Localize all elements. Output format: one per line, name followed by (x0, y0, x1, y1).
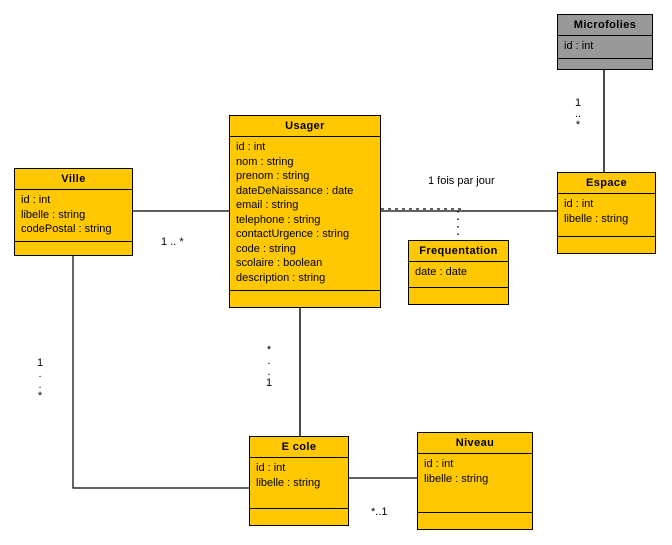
class-attributes-frequentation: date : date (409, 262, 508, 288)
attribute-row: libelle : string (21, 208, 86, 221)
multiplicity-ville-usager: 1 .. * (161, 236, 184, 248)
class-operations-niveau (418, 513, 532, 529)
class-title-frequentation: Frequentation (409, 241, 508, 262)
class-operations-microfolies (558, 59, 652, 75)
class-title-niveau: Niveau (418, 433, 532, 454)
attribute-row: scolaire : boolean (236, 257, 323, 269)
attribute-row: date : date (415, 266, 467, 278)
class-operations-frequentation (409, 288, 508, 304)
multiplicity-microfolies-espace: 1..* (574, 97, 582, 131)
class-ville[interactable]: Ville id : int libelle : string codePost… (14, 168, 133, 256)
class-title-microfolies: Microfolies (558, 15, 652, 36)
attribute-row: telephone : string (236, 213, 321, 226)
attribute-row: codePostal : string (21, 223, 112, 235)
attribute-row: id : int (564, 40, 594, 52)
multiplicity-ecole-niveau: *..1 (371, 506, 388, 518)
attribute-row: code : string (236, 242, 296, 255)
class-attributes-microfolies: id : int (558, 36, 652, 59)
attribute-row: libelle : string (424, 472, 489, 485)
attribute-row: id : int (256, 462, 286, 474)
attribute-row: id : int (564, 198, 594, 210)
class-niveau[interactable]: Niveau id : int libelle : string (417, 432, 533, 530)
class-ecole[interactable]: E cole id : int libelle : string (249, 436, 349, 526)
class-attributes-espace: id : int libelle : string (558, 194, 655, 237)
attribute-row: prenom : string (236, 170, 310, 182)
attribute-row: id : int (236, 141, 266, 153)
class-attributes-usager: id : int nom : string prenom : string da… (230, 137, 380, 291)
attribute-row: id : int (424, 458, 454, 470)
attribute-row: contactUrgence : string (236, 228, 350, 240)
attribute-row: libelle : string (564, 212, 629, 225)
multiplicity-usager-ecole: *..1 (265, 344, 273, 389)
class-title-ville: Ville (15, 169, 132, 190)
class-title-ecole: E cole (250, 437, 348, 458)
attribute-row: description : string (236, 271, 326, 284)
class-attributes-niveau: id : int libelle : string (418, 454, 532, 513)
class-operations-ecole (250, 509, 348, 525)
link-ville-ecole (72, 256, 249, 489)
attribute-row: id : int (21, 194, 51, 206)
class-usager[interactable]: Usager id : int nom : string prenom : st… (229, 115, 381, 308)
class-attributes-ecole: id : int libelle : string (250, 458, 348, 509)
class-microfolies[interactable]: Microfolies id : int (557, 14, 653, 70)
class-operations-ville (15, 242, 132, 258)
multiplicity-ville-ecole: 1..* (36, 357, 44, 402)
class-title-usager: Usager (230, 116, 380, 137)
class-title-espace: Espace (558, 173, 655, 194)
class-operations-espace (558, 237, 655, 253)
attribute-row: email : string (236, 199, 299, 211)
attribute-row: dateDeNaissance : date (236, 184, 354, 197)
attribute-row: libelle : string (256, 476, 321, 489)
class-attributes-ville: id : int libelle : string codePostal : s… (15, 190, 132, 242)
class-frequentation[interactable]: Frequentation date : date (408, 240, 509, 305)
association-label-usager-espace: 1 fois par jour (428, 175, 495, 187)
class-espace[interactable]: Espace id : int libelle : string (557, 172, 656, 254)
attribute-row: nom : string (236, 155, 294, 168)
class-operations-usager (230, 291, 380, 307)
